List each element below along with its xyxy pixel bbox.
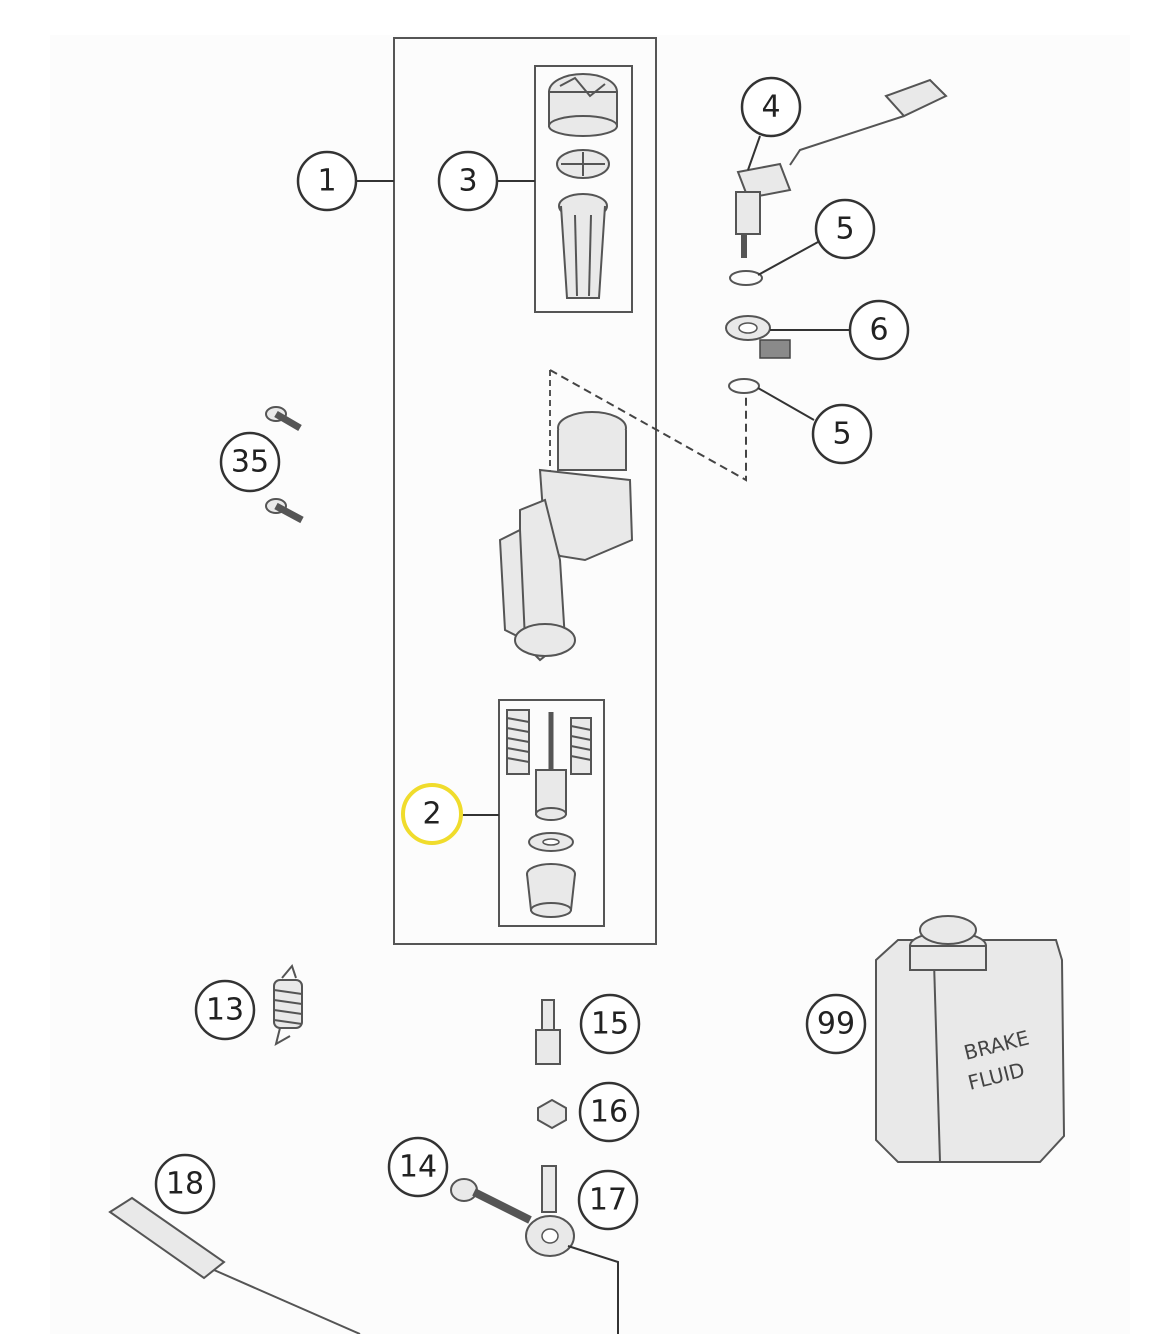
callout-1: 1	[296, 150, 358, 212]
svg-text:17: 17	[589, 1183, 627, 1218]
brake-light-switch	[735, 78, 948, 258]
seal-washer-upper	[729, 270, 763, 286]
svg-text:99: 99	[817, 1007, 855, 1042]
brake-fluid-bottle: BRAKE FLUID	[875, 915, 1066, 1163]
hose-banjo	[525, 1165, 575, 1257]
screw-upper	[265, 406, 302, 432]
piston-seal	[526, 863, 576, 918]
spring-left	[506, 709, 530, 775]
banjo-fitting	[725, 315, 791, 359]
svg-text:35: 35	[231, 445, 269, 480]
assembly-1-frame	[393, 37, 657, 945]
callout-5-upper: 5	[814, 198, 876, 260]
callout-15: 15	[579, 993, 641, 1055]
callout-18: 18	[154, 1153, 216, 1215]
callout-14: 14	[387, 1136, 449, 1198]
reservoir-cap	[548, 73, 618, 137]
callout-5-lower: 5	[811, 403, 873, 465]
spring-right	[570, 717, 592, 775]
svg-text:6: 6	[869, 313, 888, 348]
seal-washer-lower	[728, 378, 760, 394]
callout-3: 3	[437, 150, 499, 212]
svg-text:5: 5	[835, 212, 854, 247]
assembly-3-frame	[534, 65, 633, 313]
callout-2: 2	[401, 783, 463, 845]
reservoir-membrane	[556, 149, 610, 179]
callout-35: 35	[219, 431, 281, 493]
svg-text:14: 14	[399, 1150, 437, 1185]
hose-line	[567, 1245, 619, 1334]
lock-nut	[537, 1098, 567, 1130]
brake-hose	[108, 1196, 361, 1334]
svg-text:5: 5	[832, 417, 851, 452]
svg-text:4: 4	[761, 90, 780, 125]
callout-13: 13	[194, 979, 256, 1041]
callout-16: 16	[578, 1081, 640, 1143]
banjo-bolt	[450, 1178, 532, 1224]
svg-text:2: 2	[422, 797, 441, 832]
piston-washer	[528, 832, 574, 852]
callout-17: 17	[577, 1169, 639, 1231]
screw-lower	[265, 498, 304, 524]
callout-6: 6	[848, 299, 910, 361]
svg-text:16: 16	[590, 1095, 628, 1130]
piston	[535, 712, 567, 821]
svg-text:15: 15	[591, 1007, 629, 1042]
callout-99: 99	[805, 993, 867, 1055]
bleeder-valve	[535, 999, 561, 1065]
svg-text:3: 3	[458, 164, 477, 199]
return-spring	[273, 963, 303, 1047]
leader-lines	[356, 135, 851, 816]
svg-text:1: 1	[317, 164, 336, 199]
callout-4: 4	[740, 76, 802, 138]
reservoir-filter	[558, 193, 608, 299]
svg-text:18: 18	[166, 1167, 204, 1202]
master-cylinder-body	[498, 370, 634, 662]
svg-text:13: 13	[206, 993, 244, 1028]
dashed-connection	[549, 369, 747, 482]
assembly-2-frame	[498, 699, 605, 927]
